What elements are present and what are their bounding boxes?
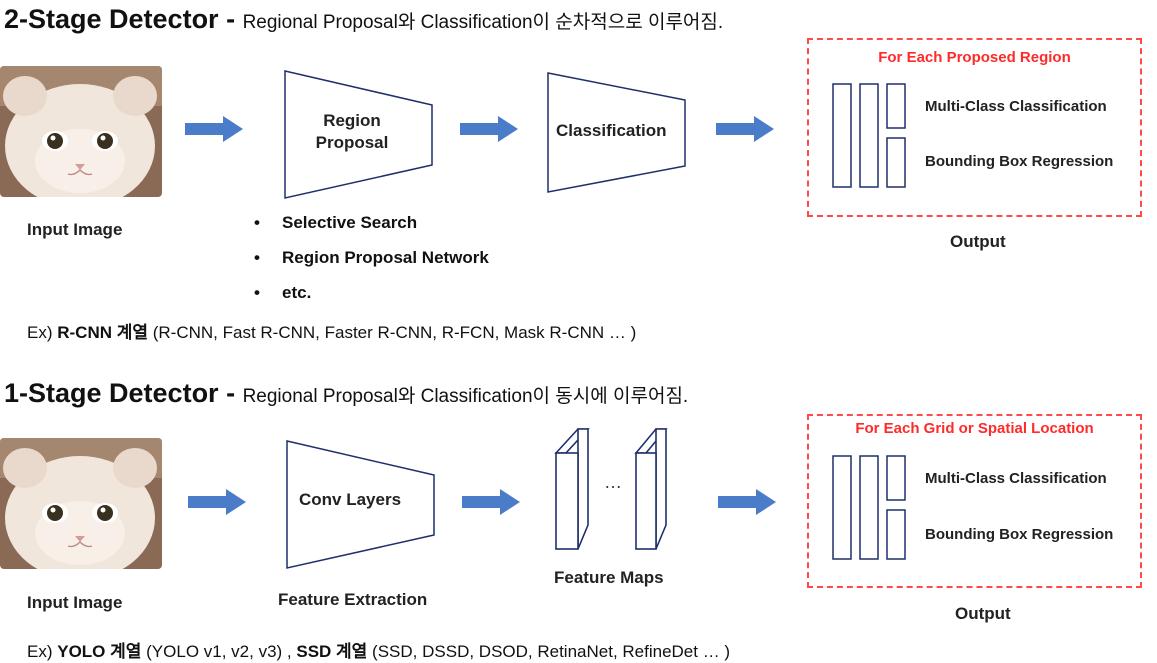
feature-maps <box>554 428 668 550</box>
input-cat-image <box>0 66 162 197</box>
cat-illustration <box>0 438 162 569</box>
output-item: Bounding Box Regression <box>925 526 1114 543</box>
bullet-item: • etc. <box>254 283 311 303</box>
example-prefix: Ex) <box>27 642 58 661</box>
example-family: SSD 계열 <box>296 642 368 661</box>
output-item: Bounding Box Regression <box>925 153 1114 170</box>
feature-map-block <box>554 428 590 550</box>
output-bar <box>832 83 852 188</box>
feature-extraction-label: Feature Extraction <box>278 590 428 609</box>
bullet-text: Region Proposal Network <box>282 248 489 267</box>
output-bar <box>886 509 906 560</box>
conv-layers-label: Conv Layers <box>299 490 402 509</box>
arrow-icon <box>185 116 243 142</box>
bullet-item: • Selective Search <box>254 213 417 233</box>
example-list: (R-CNN, Fast R-CNN, Faster R-CNN, R-FCN,… <box>148 323 637 342</box>
region-proposal-trapezoid <box>284 70 433 199</box>
bullet-text: Selective Search <box>282 213 418 232</box>
output-bars <box>832 455 906 560</box>
arrow-icon <box>188 489 246 515</box>
example-list: (YOLO v1, v2, v3) , <box>141 642 297 661</box>
section2-heading: 1-Stage Detector - Regional Proposal와 Cl… <box>4 378 688 409</box>
output-bars <box>832 83 906 188</box>
output-bar <box>886 455 906 501</box>
bullet-char: • <box>254 248 260 267</box>
output-box <box>807 38 1142 217</box>
output-box <box>807 414 1142 588</box>
feature-maps-label: Feature Maps <box>554 568 664 587</box>
output-header: For Each Proposed Region <box>878 49 1071 66</box>
arrow-icon <box>462 489 520 515</box>
output-bar <box>859 83 879 188</box>
output-item: Multi-Class Classification <box>925 470 1107 487</box>
feature-map-block <box>634 428 668 550</box>
output-bar <box>886 137 906 188</box>
example-family: YOLO 계열 <box>57 642 142 661</box>
bullet-char: • <box>254 213 260 232</box>
section2-description: Regional Proposal와 Classification이 동시에 이… <box>242 386 689 407</box>
output-label: Output <box>955 604 1011 623</box>
section1-dash: - <box>218 4 243 34</box>
example-family: R-CNN 계열 <box>57 323 149 342</box>
bullet-item: • Region Proposal Network <box>254 248 489 268</box>
output-bar <box>886 83 906 129</box>
cat-illustration <box>0 66 162 197</box>
classification-label: Classification <box>556 121 667 140</box>
example-prefix: Ex) <box>27 323 58 342</box>
conv-layers-trapezoid <box>286 440 435 569</box>
bullet-text: etc. <box>282 283 312 302</box>
region-proposal-label: Region Proposal <box>312 110 392 154</box>
arrow-icon <box>460 116 518 142</box>
section2-example: Ex) YOLO 계열 (YOLO v1, v2, v3) , SSD 계열 (… <box>27 637 730 662</box>
section1-example: Ex) R-CNN 계열 (R-CNN, Fast R-CNN, Faster … <box>27 318 636 343</box>
arrow-icon <box>716 116 774 142</box>
region-proposal-line1: Region <box>323 111 381 130</box>
section1-heading: 2-Stage Detector - Regional Proposal와 Cl… <box>4 4 723 35</box>
feature-maps-ellipsis: … <box>604 472 622 492</box>
output-item: Multi-Class Classification <box>925 98 1107 115</box>
classification-trapezoid <box>547 72 686 193</box>
section2-title: 1-Stage Detector <box>4 378 219 408</box>
output-bar <box>832 455 852 560</box>
input-cat-image <box>0 438 162 569</box>
arrow-icon <box>718 489 776 515</box>
output-bar <box>859 455 879 560</box>
region-proposal-line2: Proposal <box>315 133 389 152</box>
input-image-label: Input Image <box>27 593 123 612</box>
bullet-char: • <box>254 283 260 302</box>
output-label: Output <box>950 232 1006 251</box>
section1-description: Regional Proposal와 Classification이 순차적으로… <box>242 12 724 33</box>
output-header: For Each Grid or Spatial Location <box>855 420 1094 437</box>
example-list: (SSD, DSSD, DSOD, RetinaNet, RefineDet …… <box>367 642 731 661</box>
section2-dash: - <box>218 378 243 408</box>
section1-title: 2-Stage Detector <box>4 4 219 34</box>
input-image-label: Input Image <box>27 220 123 239</box>
